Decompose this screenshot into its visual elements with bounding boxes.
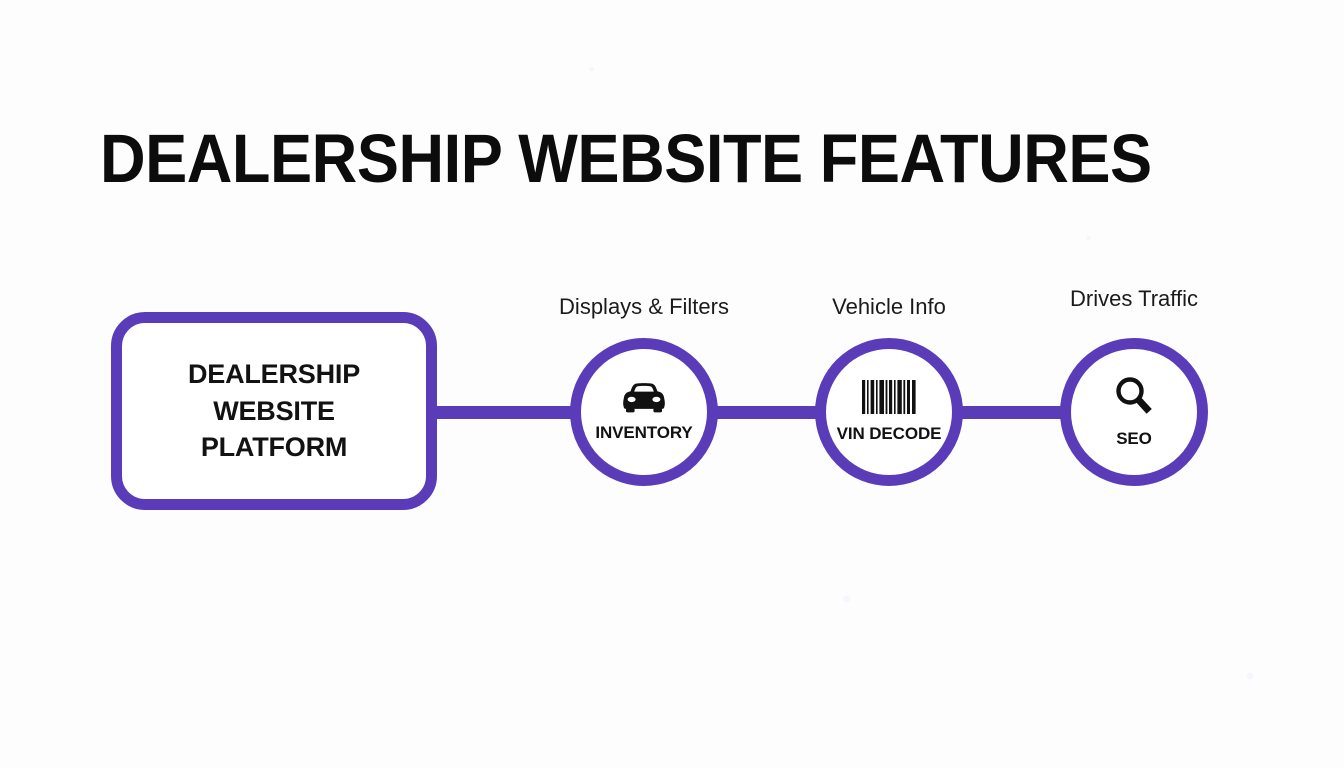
node-vin-decode[interactable]: Vehicle Info (815, 294, 963, 486)
platform-node[interactable]: DEALERSHIP WEBSITE PLATFORM (111, 312, 437, 510)
connector-platform-to-inventory (432, 406, 580, 419)
page-title: DEALERSHIP WEBSITE FEATURES (100, 120, 1152, 197)
node-inventory-circle[interactable]: INVENTORY (570, 338, 718, 486)
node-seo-label: SEO (1116, 429, 1152, 448)
node-seo[interactable]: Drives Traffic SEO (1060, 286, 1208, 486)
connector-vin-to-seo (952, 406, 1074, 419)
node-inventory-caption: Displays & Filters (559, 294, 729, 319)
node-seo-circle[interactable]: SEO (1060, 338, 1208, 486)
node-vin-decode-circle[interactable]: VIN DECODE (815, 338, 963, 486)
barcode-icon (862, 380, 916, 419)
node-vin-decode-label: VIN DECODE (836, 424, 942, 443)
node-vin-decode-caption: Vehicle Info (832, 294, 946, 319)
car-icon (621, 381, 667, 418)
node-inventory-label: INVENTORY (595, 423, 693, 442)
node-seo-caption: Drives Traffic (1070, 286, 1198, 311)
connector-inventory-to-vin (707, 406, 829, 419)
magnifier-icon (1113, 375, 1155, 422)
node-inventory[interactable]: Displays & Filters INVENTORY (559, 294, 729, 486)
platform-node-label: DEALERSHIP WEBSITE PLATFORM (187, 359, 361, 463)
